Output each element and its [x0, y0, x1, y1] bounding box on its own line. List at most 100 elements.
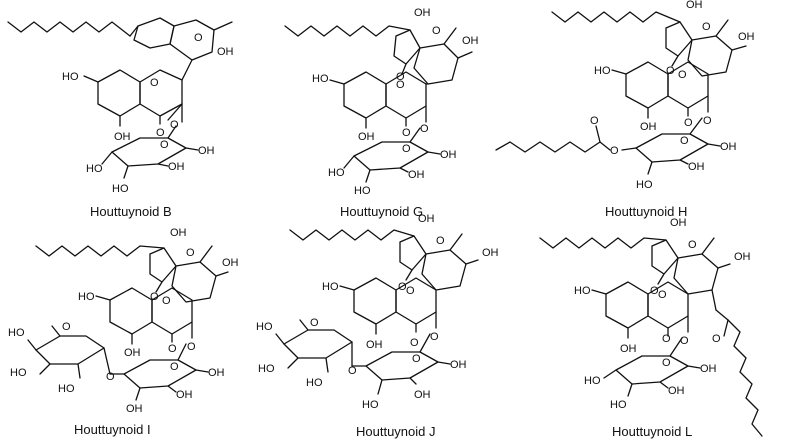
atom-label-hydroxyl: OH	[462, 35, 479, 47]
atom-label-hydroxyl: OH	[358, 131, 375, 143]
atom-label-hydroxyl: HO	[258, 363, 275, 375]
atom-label-carbonyl-o: O	[168, 343, 177, 355]
structure-houttuynoid-h: OH O O OH HO O OH O O O OH OH HO O O	[495, 0, 755, 191]
compound-caption-houttuynoid-i: Houttuynoid I	[74, 422, 151, 437]
atom-label-hydroxyl: HO	[306, 377, 323, 389]
atom-label-furan-o: O	[688, 239, 697, 251]
atom-label-hydroxyl: HO	[78, 291, 95, 303]
atom-label-sugar-o: O	[402, 143, 411, 155]
atom-label-hydroxyl: HO	[610, 399, 627, 411]
atom-label-furan-o: O	[702, 21, 711, 33]
atom-label-hydroxyl: OH	[720, 141, 737, 153]
atom-label-hydroxyl: OH	[640, 121, 657, 133]
compound-caption-houttuynoid-b: Houttuynoid B	[90, 204, 172, 219]
atom-label-hydroxyl: HO	[10, 367, 27, 379]
atom-label-sugar-o: O	[310, 317, 319, 329]
atom-label-ring-o: O	[406, 285, 415, 297]
atom-label-hydroxyl: HO	[58, 383, 75, 395]
atom-label-interglycosidic-o: O	[106, 371, 115, 383]
compound-caption-houttuynoid-j: Houttuynoid J	[356, 424, 436, 439]
atom-label-ring-o: O	[396, 79, 405, 91]
atom-label-hydroxyl: HO	[636, 179, 653, 191]
atom-label-carbonyl-o: O	[410, 337, 419, 349]
atom-label-furan-o: O	[436, 235, 445, 247]
atom-label-glycosidic-o: O	[187, 341, 196, 353]
atom-label-hydroxyl: OH	[414, 389, 431, 401]
atom-label-ring-o: O	[658, 289, 667, 301]
atom-label-ring-o: O	[150, 77, 159, 89]
atom-label-hydroxyl: HO	[328, 167, 345, 179]
atom-label-carbonyl-o: O	[666, 65, 675, 77]
atom-label-carbonyl-o: O	[402, 127, 411, 139]
atom-label-ketone-o: O	[712, 333, 721, 345]
atom-label-hydroxyl: HO	[112, 183, 129, 195]
atom-label-sugar-o: O	[62, 321, 71, 333]
atom-label-carbonyl-o: O	[398, 281, 407, 293]
atom-label-hydroxyl: HO	[574, 285, 591, 297]
atom-label-interglycosidic-o: O	[348, 365, 357, 377]
atom-label-sugar-o: O	[662, 357, 671, 369]
atom-label-hydroxyl: OH	[170, 227, 187, 239]
atom-label-hydroxyl: OH	[176, 389, 193, 401]
atom-label-ring-o: O	[162, 295, 171, 307]
structure-houttuynoid-i: OH O O OH HO O OH O O O OH OH OH O O HO …	[8, 227, 239, 415]
atom-label-hydroxyl: HO	[322, 281, 339, 293]
atom-label-carbonyl-o: O	[156, 127, 165, 139]
atom-label-hydroxyl: OH	[668, 385, 685, 397]
atom-label-hydroxyl: OH	[670, 217, 687, 229]
atom-label-ester-o: O	[610, 145, 619, 157]
atom-label-hydroxyl: OH	[418, 213, 435, 225]
atom-label-hydroxyl: OH	[168, 161, 185, 173]
atom-label-carbonyl-o: O	[662, 333, 671, 345]
structure-houttuynoid-g: OH O O OH HO O OH O O O OH OH HO HO	[284, 7, 479, 197]
atom-label-hydroxyl: OH	[620, 343, 637, 355]
atom-label-carbonyl-o: O	[684, 117, 693, 129]
atom-label-hydroxyl: OH	[738, 31, 755, 43]
atom-label-sugar-o: O	[160, 139, 169, 151]
atom-label-sugar-o: O	[412, 353, 421, 365]
structure-houttuynoid-l: OH O O OH HO O OH O O O OH OH HO HO O	[539, 217, 763, 437]
atom-label-carbonyl-o: O	[150, 291, 159, 303]
atom-label-hydroxyl: OH	[450, 359, 467, 371]
atom-label-hydroxyl: OH	[124, 347, 141, 359]
atom-label-furan-o: O	[186, 247, 195, 259]
atom-label-hydroxyl: HO	[354, 185, 371, 197]
atom-label-hydroxyl: OH	[408, 169, 425, 181]
atom-label-carbonyl-o: O	[396, 71, 405, 83]
atom-label-hydroxyl: OH	[440, 149, 457, 161]
atom-label-hydroxyl: OH	[734, 251, 751, 263]
atom-label-hydroxyl: OH	[414, 7, 431, 19]
structure-houttuynoid-j: OH O O OH HO O OH O O O OH OH HO O O HO …	[256, 213, 499, 411]
atom-label-hydroxyl: OH	[688, 161, 705, 173]
atom-label-hydroxyl: OH	[198, 145, 215, 157]
atom-label-hydroxyl: HO	[362, 399, 379, 411]
atom-label-glycosidic-o: O	[703, 115, 712, 127]
atom-label-hydroxyl: HO	[256, 321, 273, 333]
atom-label-hydroxyl: OH	[222, 257, 239, 269]
atom-label-hydroxyl: HO	[8, 327, 25, 339]
atom-label-hydroxyl: OH	[208, 367, 225, 379]
atom-label-glycosidic-o: O	[170, 119, 179, 131]
atom-label-hydroxyl: HO	[584, 375, 601, 387]
atom-label-sugar-o: O	[170, 361, 179, 373]
atom-label-glycosidic-o: O	[420, 123, 429, 135]
atom-label-glycosidic-o: O	[680, 335, 689, 347]
structure-houttuynoid-b: O OH O HO OH O O O OH OH HO HO	[7, 17, 234, 195]
compound-caption-houttuynoid-g: Houttuynoid G	[340, 204, 423, 219]
atom-label-hydroxyl: HO	[594, 65, 611, 77]
atom-label-ester-carbonyl-o: O	[590, 115, 599, 127]
compound-caption-houttuynoid-h: Houttuynoid H	[605, 204, 687, 219]
atom-label-hydroxyl: OH	[366, 339, 383, 351]
compound-caption-houttuynoid-l: Houttuynoid L	[612, 424, 692, 439]
atom-label-hydroxyl: OH	[700, 363, 717, 375]
atom-label-hydroxyl: OH	[686, 0, 703, 11]
atom-label-hydroxyl: HO	[62, 71, 79, 83]
atom-label-hydroxyl: OH	[217, 46, 234, 58]
atom-label-hydroxyl: OH	[114, 131, 131, 143]
atom-label-furan-o: O	[432, 25, 441, 37]
atom-label-carbonyl-o: O	[650, 285, 659, 297]
atom-label-hydroxyl: HO	[86, 163, 103, 175]
atom-label-hydroxyl: OH	[482, 247, 499, 259]
atom-label-hydroxyl: OH	[126, 403, 143, 415]
